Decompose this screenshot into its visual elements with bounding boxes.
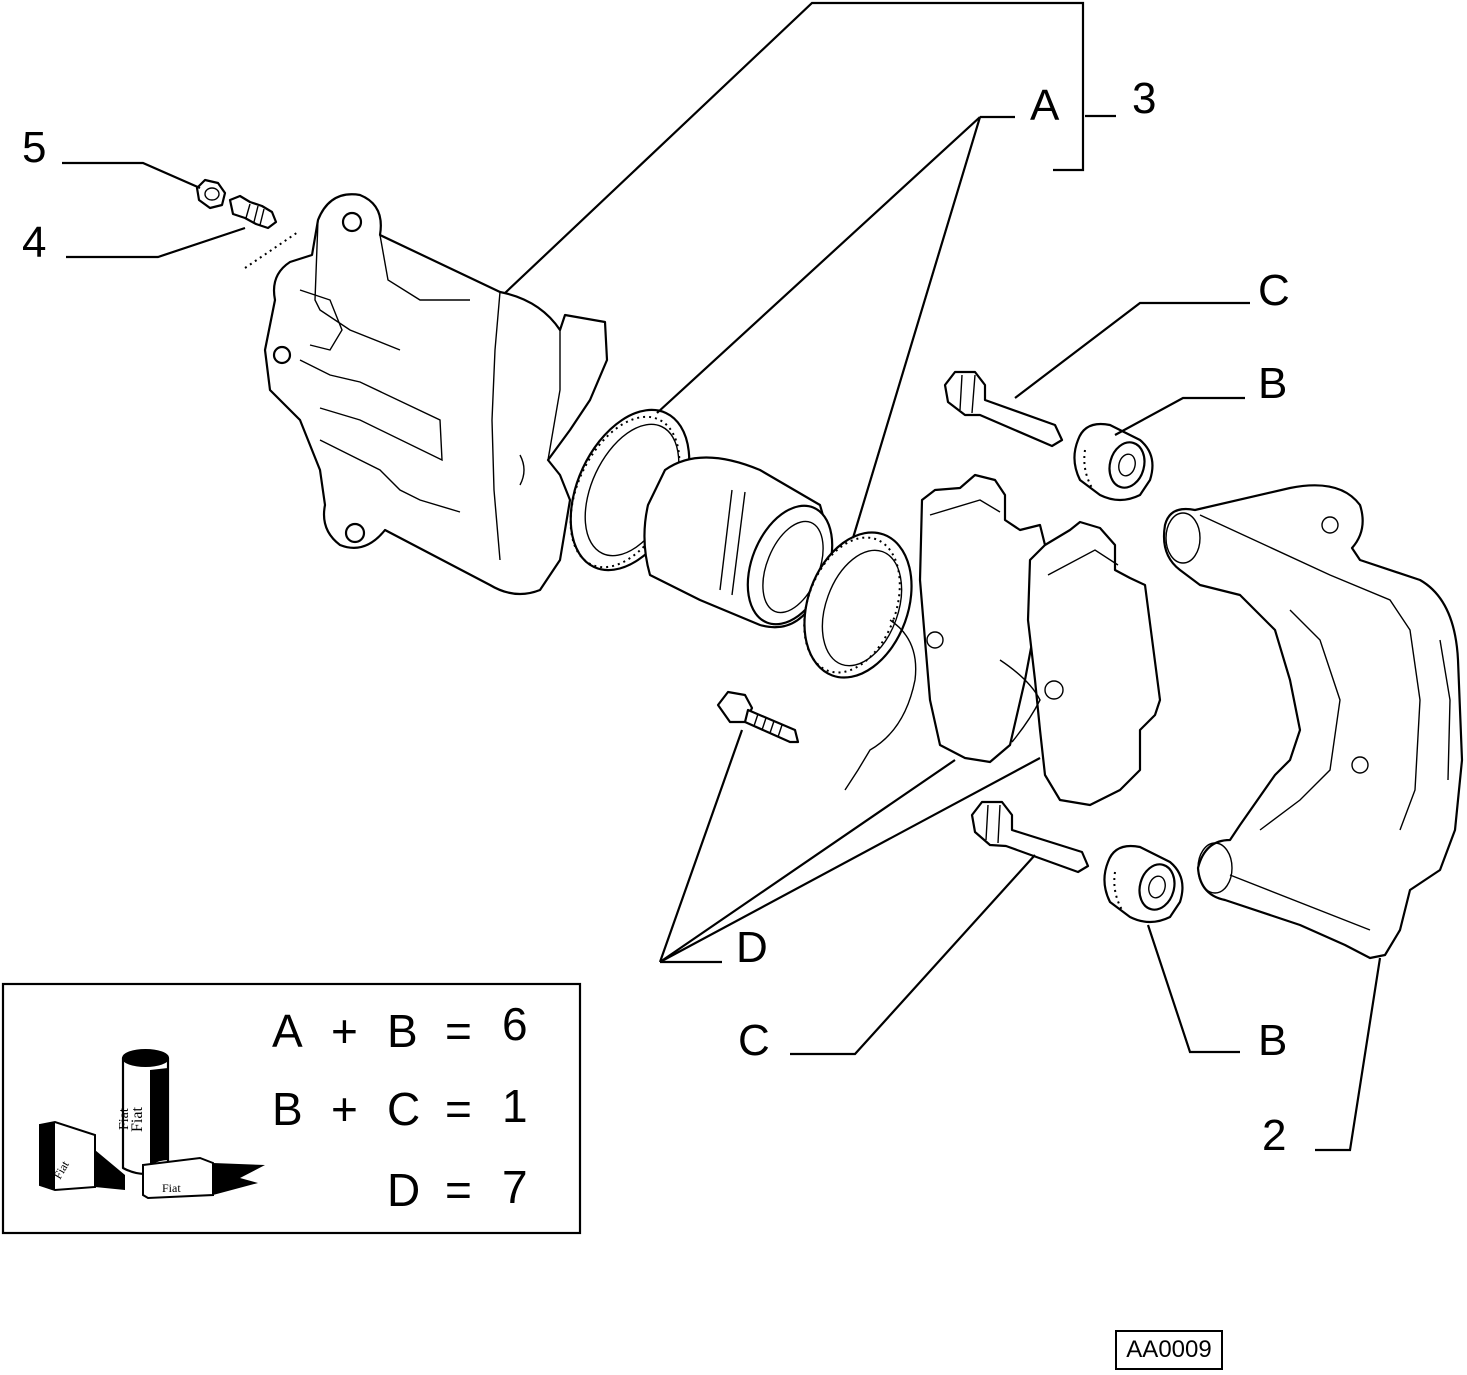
legend-row-2-op: +: [331, 1083, 358, 1135]
legend-row-1-left: A: [272, 1005, 303, 1057]
legend-row-2-right: C: [387, 1083, 420, 1135]
fiat-label-2: Fiat: [129, 1107, 146, 1132]
legend-row-1-result: 6: [502, 998, 528, 1050]
caliper-bracket: [1162, 484, 1464, 960]
legend-row-2-left: B: [272, 1083, 303, 1135]
callout-d: D: [736, 923, 768, 972]
reference-code: AA0009: [1126, 1336, 1212, 1363]
legend-row-3: D = 7: [387, 1161, 528, 1216]
legend-row-3-right: D: [387, 1164, 420, 1216]
brake-pad-outer: [999, 520, 1162, 807]
legend-row-3-eq: =: [445, 1164, 472, 1216]
piston-seal: [803, 531, 913, 679]
callout-b-bottom: B: [1258, 1016, 1287, 1065]
caliper-body: [244, 193, 609, 596]
callout-5: 5: [22, 123, 46, 172]
bleed-screw: [228, 194, 278, 230]
bushing-top: [1073, 422, 1154, 502]
legend-row-1: A + B = 6: [272, 998, 528, 1057]
legend-row-3-result: 7: [502, 1161, 528, 1213]
bushing-bottom: [1103, 844, 1184, 924]
fiat-label-4: Fiat: [162, 1181, 181, 1195]
fiat-label-1: Fiat: [117, 1108, 132, 1130]
legend-row-2-eq: =: [445, 1083, 472, 1135]
bleed-cap: [195, 178, 227, 210]
callout-4: 4: [22, 218, 46, 267]
callout-3: 3: [1132, 74, 1156, 123]
callout-a: A: [1030, 81, 1060, 130]
legend-row-2-result: 1: [502, 1080, 528, 1132]
guide-pin-top: [943, 370, 1064, 448]
fiat-kit-icon: Fiat Fiat Fiat Fiat: [39, 1049, 265, 1200]
legend-row-1-eq: =: [445, 1005, 472, 1057]
callout-c-bottom: C: [738, 1016, 770, 1065]
callout-c-top: C: [1258, 266, 1290, 315]
legend-row-2: B + C = 1: [272, 1080, 528, 1135]
kit-legend: Fiat Fiat Fiat Fiat A + B = 6 B + C = 1: [1, 982, 582, 1235]
callout-b-top: B: [1258, 359, 1287, 408]
guide-pin-bottom: [970, 800, 1090, 874]
callout-2: 2: [1262, 1111, 1286, 1160]
leader-lines: [62, 1, 1382, 1152]
reference-code-box: AA0009: [1115, 1330, 1223, 1370]
legend-row-1-right: B: [387, 1005, 418, 1057]
bolt: [716, 690, 800, 744]
legend-row-1-op: +: [331, 1005, 358, 1057]
